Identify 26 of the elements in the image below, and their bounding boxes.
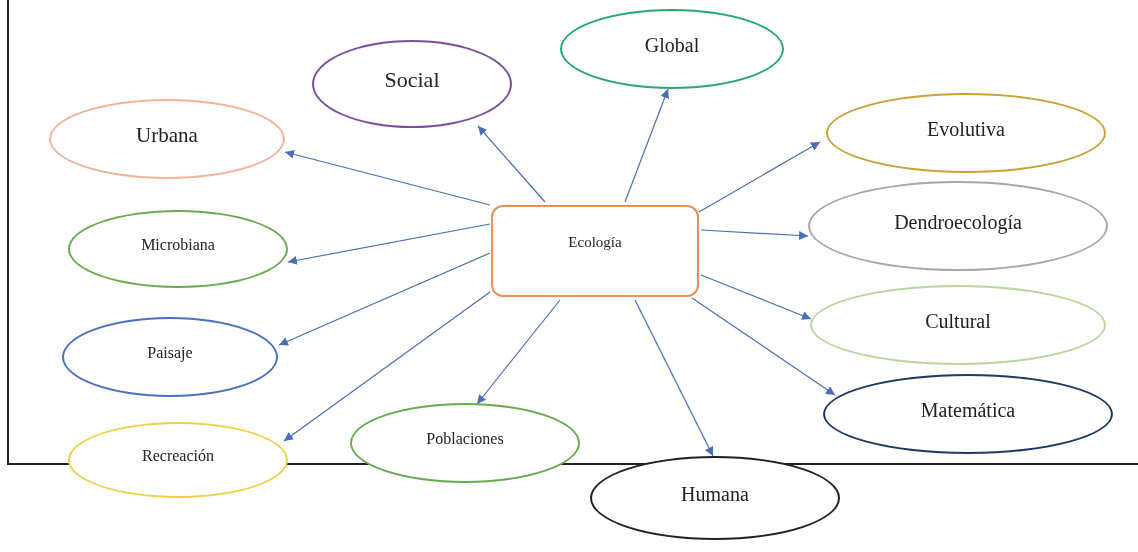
node-label: Recreación	[142, 447, 214, 465]
arrow	[476, 299, 561, 405]
node-label: Paisaje	[147, 344, 193, 362]
arrow	[477, 125, 546, 203]
node-label: Microbiana	[141, 236, 215, 254]
arrow	[283, 291, 491, 442]
node-label: Ecología	[568, 233, 622, 251]
arrow	[700, 274, 812, 320]
node-label: Social	[384, 67, 440, 93]
node-label: Evolutiva	[927, 117, 1005, 141]
node-label: Matemática	[920, 398, 1016, 422]
node-label: Urbana	[136, 122, 198, 148]
rounded-box	[491, 205, 699, 297]
arrow	[287, 223, 491, 265]
node-label: Humana	[681, 482, 749, 506]
arrow	[700, 229, 809, 240]
node-label: Cultural	[925, 309, 991, 333]
arrow	[624, 88, 669, 203]
node-label: Dendroecología	[894, 210, 1022, 234]
node-label: Poblaciones	[426, 430, 504, 448]
arrow	[278, 252, 491, 346]
node-label: Global	[644, 33, 700, 57]
arrow	[691, 297, 836, 396]
arrow	[698, 141, 821, 213]
arrow	[284, 149, 491, 206]
arrow	[634, 299, 714, 457]
